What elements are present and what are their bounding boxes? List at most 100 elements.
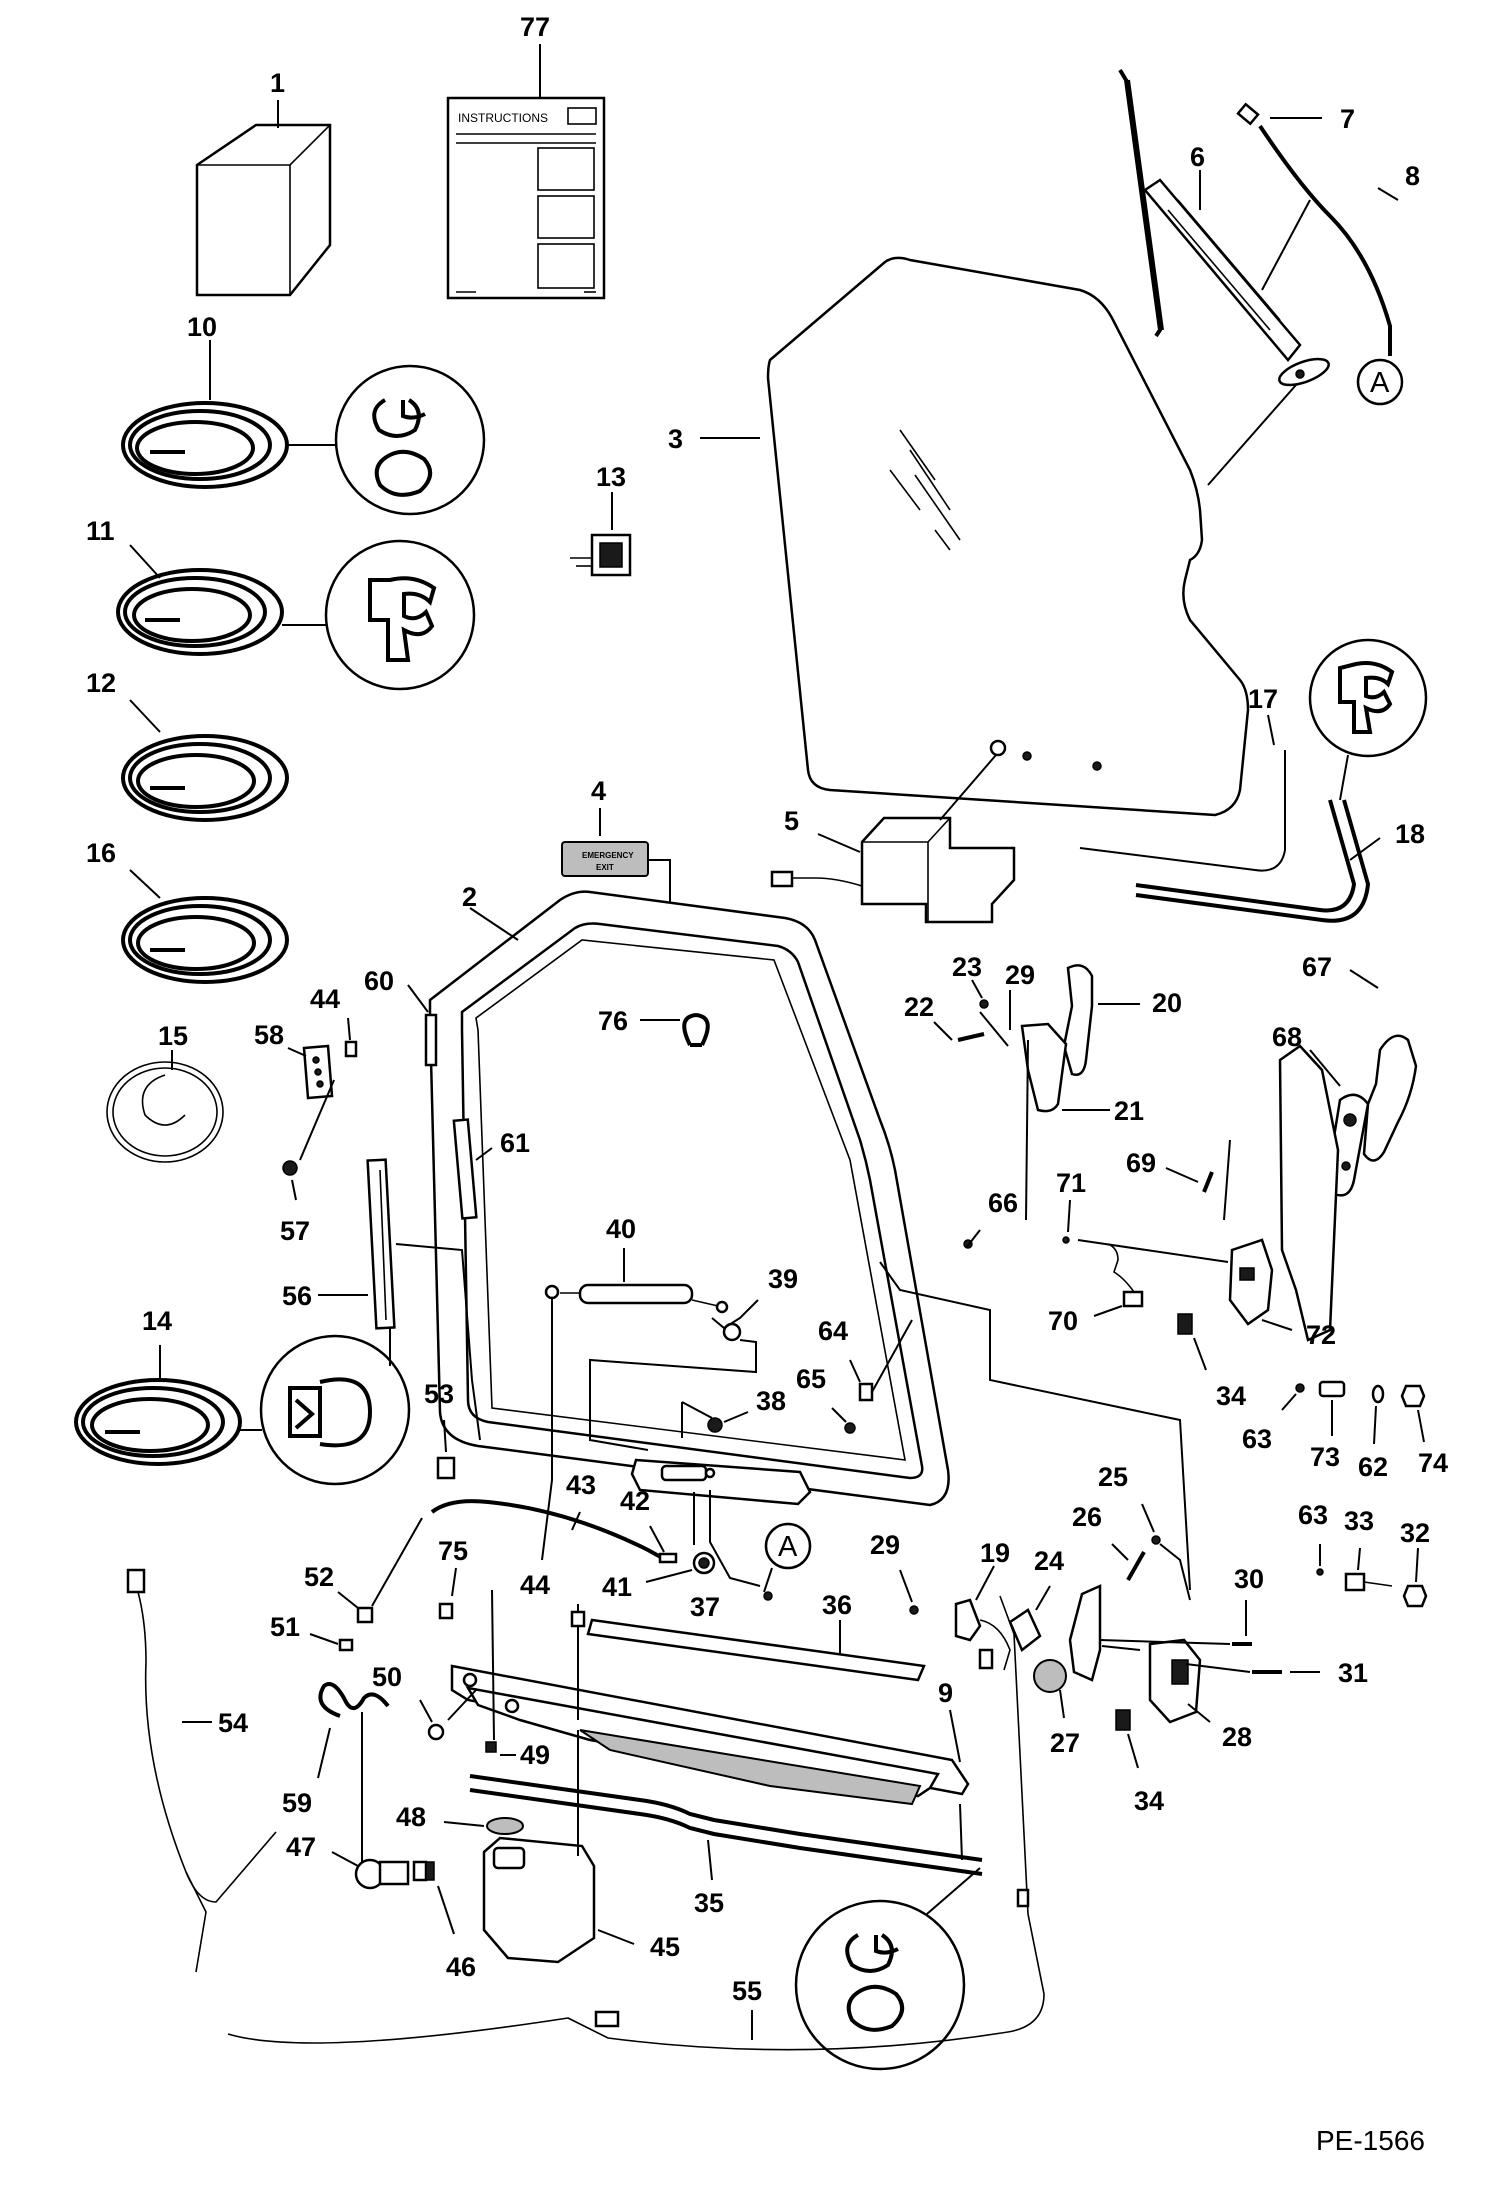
detail-18-seal-profile — [1308, 638, 1428, 801]
part-47-pump — [331, 1851, 410, 1890]
part-34-striker-lower — [1115, 1709, 1139, 1769]
callout-2: 2 — [462, 882, 477, 912]
part-35-seal-strip — [469, 1774, 983, 1921]
part-48-cap — [443, 1817, 524, 1835]
callout-12: 12 — [86, 668, 116, 698]
callout-50: 50 — [372, 1662, 402, 1692]
callout-69: 69 — [1126, 1148, 1156, 1178]
callout-17: 17 — [1248, 684, 1278, 714]
callout-37: 37 — [690, 1592, 720, 1622]
part-74-nut — [1400, 1384, 1426, 1443]
part-17-strip — [1079, 714, 1286, 872]
detail-11-seal-profile — [324, 539, 476, 691]
callout-57: 57 — [280, 1216, 310, 1246]
part-36-cover — [586, 1618, 926, 1682]
part-76-strap — [640, 1012, 710, 1047]
part-49-nut — [485, 1589, 516, 1756]
part-38-nut — [681, 1401, 749, 1438]
part-2-door-frame — [428, 890, 950, 1507]
part-54-harness — [126, 1568, 277, 1973]
instructions-label: INSTRUCTIONS — [458, 111, 548, 125]
callout-14: 14 — [142, 1306, 172, 1336]
decal-line1: EMERGENCY — [582, 851, 634, 860]
part-31-screw — [1185, 1663, 1320, 1674]
callout-36: 36 — [822, 1590, 852, 1620]
callout-6: 6 — [1190, 142, 1205, 172]
callout-46: 46 — [446, 1952, 476, 1982]
callout-19: 19 — [980, 1538, 1010, 1568]
part-13-relay — [570, 492, 632, 577]
callout-75: 75 — [438, 1536, 468, 1566]
part-63-washer-upper — [1281, 1383, 1305, 1411]
part-43-cable — [371, 1499, 667, 1607]
part-52-nozzle — [337, 1591, 374, 1624]
part-30-screw — [1099, 1600, 1252, 1646]
part-29-washer-upper — [979, 990, 1011, 1047]
part-40-gas-strut — [541, 1248, 729, 1561]
callout-56: 56 — [282, 1281, 312, 1311]
part-70-switch — [1093, 1243, 1144, 1317]
callout-1: 1 — [270, 68, 285, 98]
callout-49: 49 — [520, 1740, 550, 1770]
callout-54: 54 — [218, 1708, 248, 1738]
part-25-washer — [1141, 1503, 1191, 1601]
part-6-wiper-assembly — [1118, 68, 1330, 486]
part-7-connector — [1236, 102, 1322, 126]
part-53-clip — [436, 1419, 456, 1480]
part-14-seal-coil — [74, 1345, 262, 1466]
callout-33: 33 — [1344, 1506, 1374, 1536]
part-24-plate — [1008, 1585, 1051, 1652]
part-62-washer — [1371, 1384, 1385, 1445]
part-18-seal-channel — [1135, 799, 1381, 923]
callout-7: 7 — [1340, 104, 1355, 134]
part-66-fastener — [879, 1229, 1191, 1591]
callout-24: 24 — [1034, 1546, 1064, 1576]
part-19-switch — [954, 1565, 1011, 1671]
callout-55: 55 — [732, 1976, 762, 2006]
callout-73: 73 — [1310, 1442, 1340, 1472]
callout-13: 13 — [596, 462, 626, 492]
callout-23: 23 — [952, 952, 982, 982]
part-57-nut — [282, 1160, 298, 1201]
part-41-grommet — [645, 1551, 716, 1583]
callout-28: 28 — [1222, 1722, 1252, 1752]
part-27-latch-arm — [1033, 1584, 1141, 1719]
part-12-seal-coil — [121, 699, 289, 822]
callout-3: 3 — [668, 424, 683, 454]
part-22-bolt — [933, 1021, 985, 1042]
callout-9: 9 — [938, 1678, 953, 1708]
part-67-handle — [1349, 969, 1418, 1162]
part-61-bar — [452, 1118, 493, 1220]
callout-58: 58 — [254, 1020, 284, 1050]
part-8-wiper-harness — [1258, 124, 1399, 356]
part-55-harness — [227, 1595, 1045, 2051]
callout-76: 76 — [598, 1006, 628, 1036]
callout-61: 61 — [500, 1128, 530, 1158]
part-16-seal-coil — [121, 869, 289, 984]
callout-43: 43 — [566, 1470, 596, 1500]
part-5-control-module — [770, 754, 1016, 924]
callout-60: 60 — [364, 966, 394, 996]
callout-48: 48 — [396, 1802, 426, 1832]
part-59-hose — [317, 1682, 390, 1864]
part-56-strip — [318, 1158, 481, 1441]
part-69-bolt — [1165, 1139, 1231, 1221]
callout-27: 27 — [1050, 1728, 1080, 1758]
part-15-tubing-coil — [106, 1050, 224, 1163]
callout-16: 16 — [86, 838, 116, 868]
callout-22: 22 — [904, 992, 934, 1022]
part-11-seal-coil — [116, 544, 330, 656]
part-1-box — [195, 100, 332, 297]
ref-a-bottom: A — [778, 1531, 798, 1563]
callout-5: 5 — [784, 806, 799, 836]
callout-42: 42 — [620, 1486, 650, 1516]
callout-66: 66 — [988, 1188, 1018, 1218]
callout-11: 11 — [86, 516, 115, 546]
callout-67: 67 — [1302, 952, 1332, 982]
callout-25: 25 — [1098, 1462, 1128, 1492]
callout-63b: 63 — [1298, 1500, 1328, 1530]
part-44-screw-top — [299, 1017, 358, 1161]
detail-35-seal-profile — [794, 1899, 966, 2071]
detail-10-seal-profile — [334, 364, 486, 516]
part-65-nut — [831, 1407, 856, 1434]
